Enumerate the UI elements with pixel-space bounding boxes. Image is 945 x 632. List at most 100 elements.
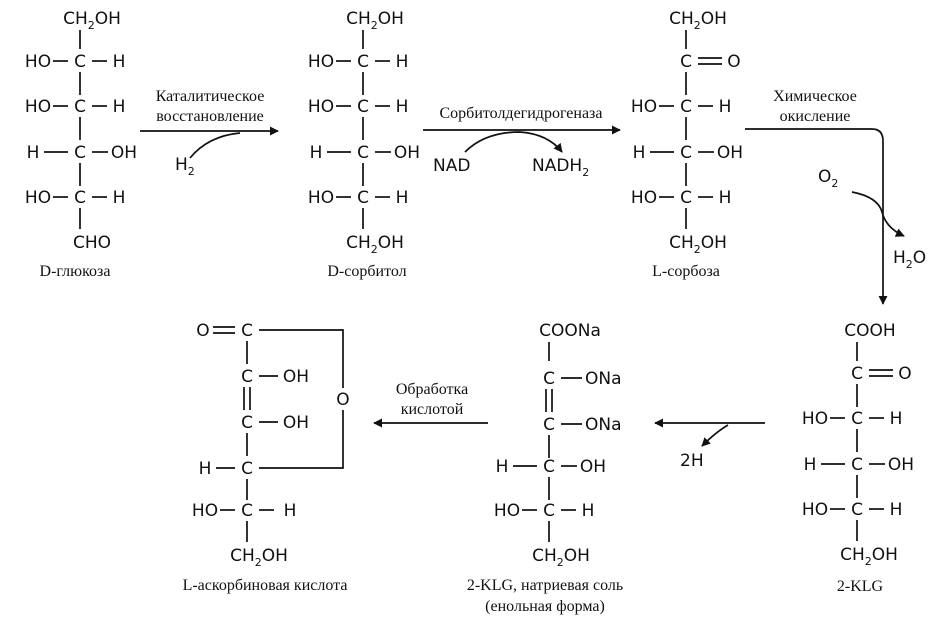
klgna-top-group: COONa <box>539 321 601 341</box>
sorbose-c5-left: HO <box>631 188 657 208</box>
step1-reagent: H2 <box>175 155 195 178</box>
step2-cofactor-arrow <box>464 131 563 153</box>
sorbitol-c5-right: H <box>396 188 409 208</box>
klgna-c2-right: ONa <box>585 369 622 389</box>
klgna-name-line1: 2-KLG, натриевая соль <box>467 577 623 594</box>
sorbitol-name: D-сорбитол <box>327 263 406 280</box>
step3-reaction: Химическое окисление O2 H2O <box>745 88 926 305</box>
klgna-c5-right: H <box>582 501 595 521</box>
step1-label-line1: Каталитическое <box>156 88 265 105</box>
step2-reagent-out: NADH2 <box>532 156 589 179</box>
sorbose-top-group: CH2OH <box>669 9 727 32</box>
klg-c3: C <box>851 409 863 429</box>
step1-reagent-arrow <box>189 132 241 159</box>
glucose-bottom-group: CHO <box>73 233 111 253</box>
glucose-c5-left: HO <box>25 188 51 208</box>
glucose-c2-right: H <box>113 52 126 72</box>
sorbose-c5-right: H <box>719 188 732 208</box>
sorbitol-c2-right: H <box>396 52 409 72</box>
sorbose-c3-left: HO <box>631 97 657 117</box>
molecule-l-sorbose: CH2OH C O HO C H H C OH HO C H CH2OH L-с… <box>631 9 743 280</box>
sorbose-c2: C <box>680 52 692 72</box>
step3-reagent-out: H2O <box>893 248 926 271</box>
molecule-2-klg: COOH C O HO C H H C OH HO C H CH2OH 2-KL… <box>802 321 914 595</box>
klgna-bottom-group: CH2OH <box>532 546 590 569</box>
sorbose-c5: C <box>680 188 692 208</box>
klg-c5: C <box>851 500 863 520</box>
klg-bottom-group: CH2OH <box>840 545 898 568</box>
klgna-c5-left: HO <box>494 501 520 521</box>
ascorbic-c2-right: OH <box>283 367 309 387</box>
klgna-c4: C <box>543 457 555 477</box>
sorbitol-c4: C <box>357 143 369 163</box>
klgna-c5: C <box>543 501 555 521</box>
sorbitol-c3-right: H <box>396 97 409 117</box>
glucose-c2-left: HO <box>25 52 51 72</box>
klg-top-group: COOH <box>844 321 895 341</box>
step5-label-line2: кислотой <box>401 401 464 418</box>
klgna-c4-left: H <box>496 457 509 477</box>
klg-name: 2-KLG <box>837 578 884 595</box>
klg-c4: C <box>851 455 863 475</box>
sorbitol-bottom-group: CH2OH <box>346 233 404 256</box>
molecule-d-sorbitol: CH2OH HO C H HO C H H C OH HO C H CH2OH … <box>308 9 420 280</box>
step1-label-line2: восстановление <box>156 108 264 125</box>
sorbitol-c3-left: HO <box>308 97 334 117</box>
sorbose-c3: C <box>680 97 692 117</box>
glucose-c3: C <box>74 97 86 117</box>
ascorbic-name: L-аскорбиновая кислота <box>183 577 348 594</box>
ascorbic-c1-left: O <box>196 321 209 341</box>
ascorbic-c4: C <box>241 459 253 479</box>
sorbitol-c2-left: HO <box>308 52 334 72</box>
klg-c5-right: H <box>890 500 903 520</box>
glucose-c5: C <box>74 188 86 208</box>
step2-label: Сорбитолдегидрогеназа <box>440 105 603 122</box>
glucose-c4-right: OH <box>111 143 137 163</box>
ascorbic-c4-left: H <box>199 459 212 479</box>
ascorbic-ring-bond-top <box>259 329 344 388</box>
sorbitol-c5-left: HO <box>308 188 334 208</box>
glucose-c4: C <box>74 143 86 163</box>
klg-c2-right: O <box>898 364 911 384</box>
step2-reaction: Сорбитолдегидрогеназа NAD NADH2 <box>423 105 621 179</box>
molecule-l-ascorbic-acid: O C C OH C OH H C HO C H CH2OH O L-аскор… <box>183 321 350 594</box>
sorbitol-c4-right: OH <box>394 143 420 163</box>
molecule-2-klg-sodium-salt: COONa C ONa C ONa H C OH HO C H CH2OH 2-… <box>467 321 623 615</box>
glucose-c5-right: H <box>113 188 126 208</box>
sorbose-c2-right: O <box>727 52 740 72</box>
ascorbic-c2: C <box>241 367 253 387</box>
sorbitol-c4-left: H <box>310 143 323 163</box>
ascorbic-c3: C <box>241 413 253 433</box>
klgna-c4-right: OH <box>580 457 606 477</box>
step5-label-line1: Обработка <box>396 381 468 398</box>
sorbose-c4-right: OH <box>717 143 743 163</box>
sorbitol-c5: C <box>357 188 369 208</box>
klgna-c3-right: ONa <box>585 415 622 435</box>
sorbitol-c3: C <box>357 97 369 117</box>
klg-c3-left: HO <box>802 409 828 429</box>
sorbose-bottom-group: CH2OH <box>669 233 727 256</box>
ascorbic-c5-left: HO <box>192 501 218 521</box>
glucose-c3-right: H <box>113 97 126 117</box>
ascorbic-ring-oxygen: O <box>336 390 349 410</box>
step3-reagent-in: O2 <box>818 167 838 190</box>
glucose-c2: C <box>74 52 86 72</box>
klg-c4-right: OH <box>888 455 914 475</box>
klg-c5-left: HO <box>802 500 828 520</box>
ascorbic-c1: C <box>241 321 253 341</box>
step3-arrow <box>745 128 888 305</box>
step1-reaction: Каталитическое восстановление H2 <box>140 88 279 178</box>
glucose-name: D-глюкоза <box>40 263 111 280</box>
step3-label-line1: Химическое <box>773 88 857 105</box>
klgna-c3: C <box>543 415 555 435</box>
molecule-d-glucose: CH2OH HO C H HO C H H C OH HO C H CHO D-… <box>25 9 137 280</box>
sorbose-c3-right: H <box>719 97 732 117</box>
klg-c2: C <box>851 364 863 384</box>
klg-c4-left: H <box>804 455 817 475</box>
step3-label-line2: окисление <box>780 108 851 125</box>
sorbose-c4-left: H <box>633 143 646 163</box>
ascorbic-c5-right: H <box>284 501 297 521</box>
sorbitol-top-group: CH2OH <box>346 9 404 32</box>
ascorbic-c3-right: OH <box>283 413 309 433</box>
